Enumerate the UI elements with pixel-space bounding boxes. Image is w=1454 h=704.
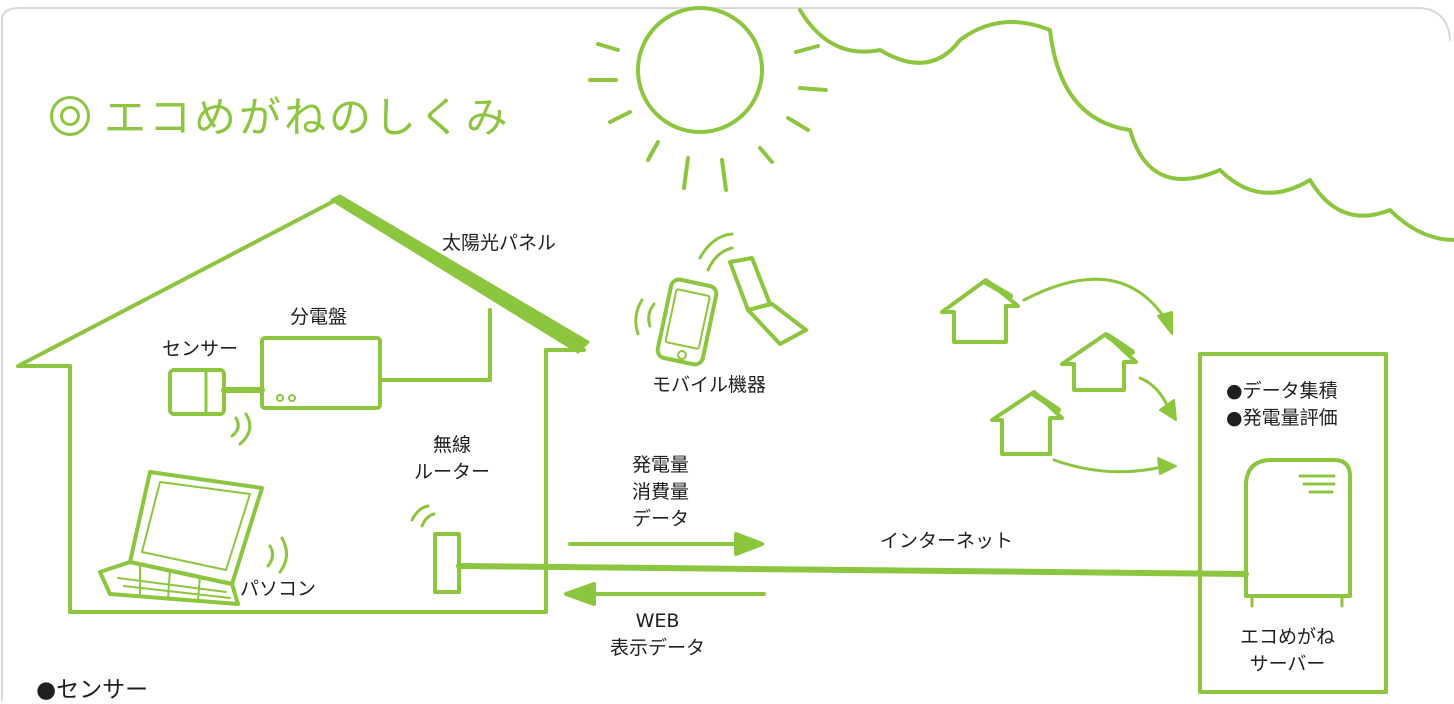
- sun-icon: [588, 6, 828, 192]
- server-features-label: ●データ集積 ●発電量評価: [1226, 380, 1338, 429]
- server-label: エコめがね サーバー: [1240, 626, 1336, 675]
- mobile-devices-icon: [634, 232, 808, 367]
- web-data-label: WEB 表示データ: [610, 610, 706, 659]
- cloud-icon: [798, 8, 1454, 242]
- laptop-icon: [98, 470, 288, 606]
- small-house-3-icon: [990, 390, 1064, 456]
- mobile-label: モバイル機器: [652, 374, 767, 396]
- solar-panel-label: 太陽光パネル: [442, 232, 557, 254]
- internet-line: [456, 563, 1249, 577]
- page-title-text: エコめがねのしくみ: [104, 93, 511, 142]
- small-house-2-icon: [1060, 332, 1138, 392]
- house-outline: [16, 198, 586, 614]
- wireless-router-label: 無線 ルーター: [414, 434, 491, 483]
- pc-label: パソコン: [240, 578, 317, 600]
- download-arrow: [564, 582, 596, 606]
- server-icon: [1244, 458, 1352, 598]
- router-icon: [433, 532, 461, 594]
- upload-data-label: 発電量 消費量 データ: [632, 454, 690, 530]
- upload-arrow: [734, 532, 764, 556]
- sensor-icon: [168, 368, 226, 416]
- distribution-board-label: 分電盤: [290, 306, 348, 328]
- page-title: エコめがねのしくみ: [50, 84, 511, 145]
- internet-label: インターネット: [880, 530, 1014, 552]
- small-house-1-icon: [940, 278, 1020, 344]
- sensor-label: センサー: [162, 338, 239, 360]
- distribution-board-icon: [260, 336, 382, 410]
- footer-bullet: ●センサー: [36, 677, 149, 703]
- page-border: [1, 7, 1451, 701]
- server-box: [1198, 352, 1388, 694]
- double-circle-icon: [50, 96, 90, 136]
